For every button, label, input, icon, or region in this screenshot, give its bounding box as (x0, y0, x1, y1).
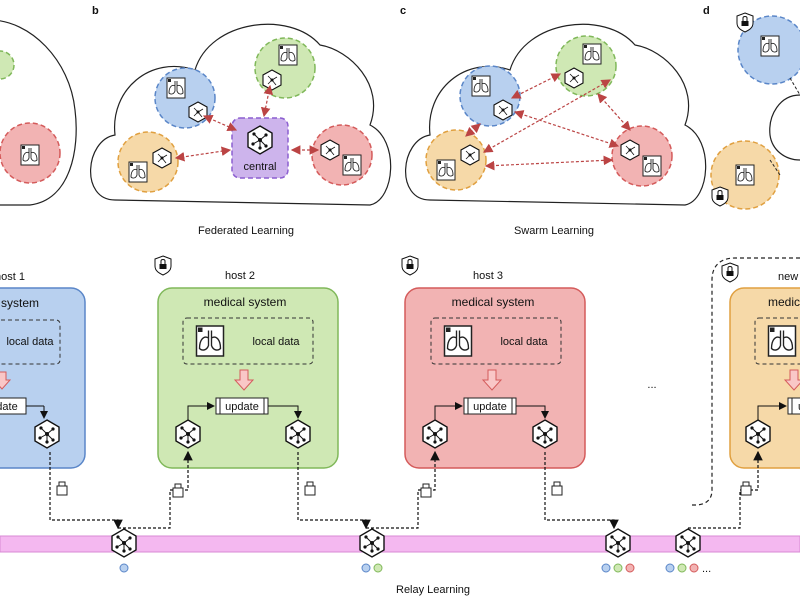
central-label: central (243, 161, 276, 173)
relay-nodes: ... (111, 528, 711, 575)
system-label: medical system (452, 295, 535, 309)
host-title: host 2 (225, 270, 255, 282)
relay-node (111, 528, 137, 558)
hosts-ellipsis: ... (647, 379, 656, 391)
relay-band (0, 535, 800, 553)
panel-label-c: c (400, 5, 406, 17)
host-title: host 3 (473, 270, 503, 282)
relay-node (359, 528, 385, 558)
relay-transfers (49, 450, 763, 530)
panel-label-d: d (703, 5, 710, 17)
host-new: new host medic u (721, 262, 800, 469)
panel-label-b: b (92, 5, 99, 17)
update-label: update (225, 401, 259, 413)
local-data-label: local data (252, 336, 300, 348)
panel-c: c Swarm Learning (400, 5, 707, 237)
local-data-label: local data (6, 336, 54, 348)
local-data-label: local data (500, 336, 548, 348)
relay-node (675, 528, 701, 558)
system-label: medic (768, 295, 800, 309)
caption-federated: Federated Learning (198, 225, 294, 237)
caption-swarm: Swarm Learning (514, 225, 594, 237)
relay-dot-blue (119, 563, 129, 573)
new-host-region (690, 257, 800, 506)
update-label: date (0, 401, 18, 413)
system-label: medical system (204, 295, 287, 309)
relay-node (605, 528, 631, 558)
panel-a (0, 20, 77, 206)
relay-ellipsis: ... (702, 563, 711, 575)
update-label: update (473, 401, 507, 413)
host-title: new host (778, 271, 800, 283)
system-label: system (1, 296, 39, 310)
host-title: host 1 (0, 271, 25, 283)
host-3: host 3 medical system local data update (401, 255, 586, 469)
caption-relay: Relay Learning (396, 584, 470, 596)
update-label: u (798, 401, 800, 413)
host-1: host 1 system local data date (0, 271, 86, 469)
panel-d: d (703, 5, 800, 210)
panel-b: b central Federated Learning (90, 5, 392, 237)
host-2: host 2 medical system local data update (154, 255, 339, 469)
